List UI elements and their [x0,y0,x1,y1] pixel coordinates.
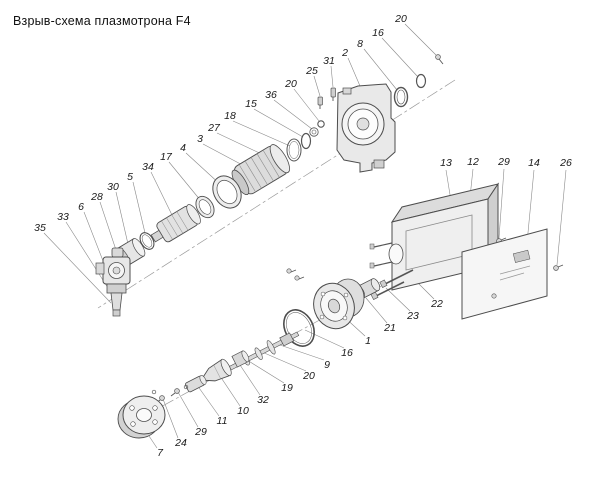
part-torch-head-housing [336,83,396,173]
part-valve-assembly [95,247,131,317]
part-number-label: 36 [265,88,277,101]
part-number-label: 25 [306,64,318,77]
part-number-label: 6 [78,200,84,213]
part-number-label: 29 [195,425,207,438]
part-oring-small [415,73,427,89]
part-number-label: 30 [107,180,119,193]
part-number-label: 34 [142,160,154,173]
part-screw-29b [170,384,189,397]
part-number-label: 22 [431,297,443,310]
part-number-label: 5 [127,170,133,183]
part-number-label: 20 [285,77,297,90]
part-electrode-rod [228,331,300,371]
part-union-11 [185,375,207,393]
part-screw-26 [553,264,564,271]
part-screw-pair [286,268,305,281]
part-number-label: 23 [407,309,419,322]
part-number-label: 35 [34,221,46,234]
part-nozzle [200,358,232,382]
part-ring-15 [300,132,312,150]
part-cover-plate [461,228,548,320]
part-number-label: 32 [257,393,269,406]
part-number-label: 11 [216,414,228,427]
part-number-label: 20 [303,369,315,382]
part-number-label: 17 [160,150,172,163]
part-number-label: 12 [467,155,479,168]
part-pin-22 [379,269,414,288]
part-number-label: 18 [224,109,236,122]
part-number-label: 8 [357,37,363,50]
part-number-label: 26 [560,156,572,169]
part-ring-17 [195,195,215,219]
part-number-label: 16 [372,26,384,39]
part-number-label: 1 [365,334,371,347]
part-number-label: 19 [281,381,293,394]
part-number-label: 21 [384,321,396,334]
part-number-label: 15 [245,97,257,110]
part-number-label: 9 [324,358,330,371]
part-end-disc [117,395,166,439]
part-screw-25 [317,96,323,109]
part-number-label: 33 [57,210,69,223]
part-number-label: 10 [237,404,249,417]
part-screw-31 [330,87,336,101]
part-number-label: 16 [341,346,353,359]
part-number-label: 28 [91,190,103,203]
part-nozzle-cap [231,144,290,196]
part-flange [313,278,365,330]
part-number-label: 7 [157,446,163,459]
part-ring-4 [212,175,242,209]
part-washer-small [317,120,325,128]
part-number-label: 29 [498,155,510,168]
part-number-label: 24 [175,436,187,449]
part-number-label: 14 [528,156,540,169]
part-screw-top [435,54,444,65]
part-number-label: 20 [395,12,407,25]
part-number-label: 2 [342,46,348,59]
part-ring-18 [286,138,302,162]
part-number-label: 4 [180,141,186,154]
diagram-title: Взрыв-схема плазмотрона F4 [13,14,191,28]
part-collar-32 [231,350,250,368]
part-number-label: 31 [323,54,335,67]
part-number-label: 27 [208,121,220,134]
part-electrode-holder [150,204,201,243]
part-number-label: 13 [440,156,452,169]
part-number-label: 3 [197,132,203,145]
part-oring [393,86,409,108]
part-washer-36 [309,127,319,137]
